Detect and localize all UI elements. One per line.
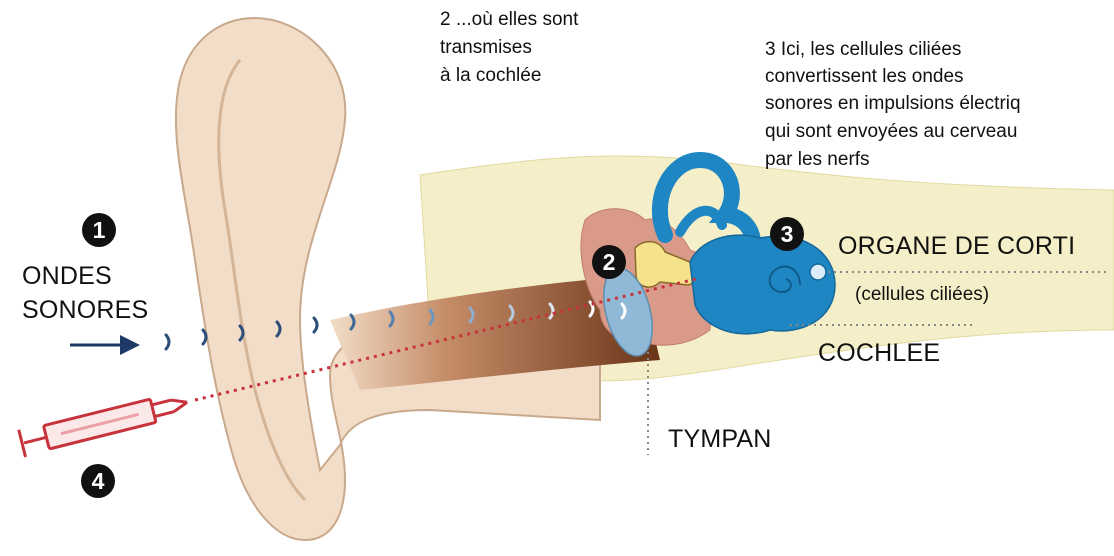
label-cochlea: COCHLEE — [818, 339, 940, 368]
step-1-badge: 1 — [82, 213, 116, 247]
label-sound-waves-line1: ONDES — [22, 262, 112, 291]
label-step2-line2: transmises — [440, 36, 532, 60]
label-step3-line5: par les nerfs — [765, 148, 870, 172]
label-eardrum: TYMPAN — [668, 425, 772, 454]
arrow-right-icon — [70, 335, 140, 355]
step-2-badge: 2 — [592, 245, 626, 279]
cochlea-body — [690, 235, 835, 334]
step-3-badge: 3 — [770, 217, 804, 251]
syringe-icon — [19, 389, 191, 457]
label-step3-line4: qui sont envoyées au cerveau — [765, 120, 1017, 144]
label-step3-line2: convertissent les ondes — [765, 65, 964, 89]
wave-arc — [314, 318, 317, 332]
label-organ-of-corti: ORGANE DE CORTI — [838, 232, 1075, 261]
label-step2-line1: 2 ...où elles sont — [440, 8, 578, 32]
label-step3-line3: sonores en impulsions électriq — [765, 92, 1021, 116]
label-step3-line1: 3 Ici, les cellules ciliées — [765, 38, 961, 62]
label-organ-of-corti-sub: (cellules ciliées) — [855, 284, 989, 306]
step-4-badge: 4 — [81, 464, 115, 498]
label-sound-waves-line2: SONORES — [22, 296, 148, 325]
wave-arc — [203, 330, 206, 344]
organ-of-corti-dot — [810, 264, 826, 280]
label-step2-line3: à la cochlée — [440, 64, 541, 88]
wave-arc — [166, 335, 169, 349]
